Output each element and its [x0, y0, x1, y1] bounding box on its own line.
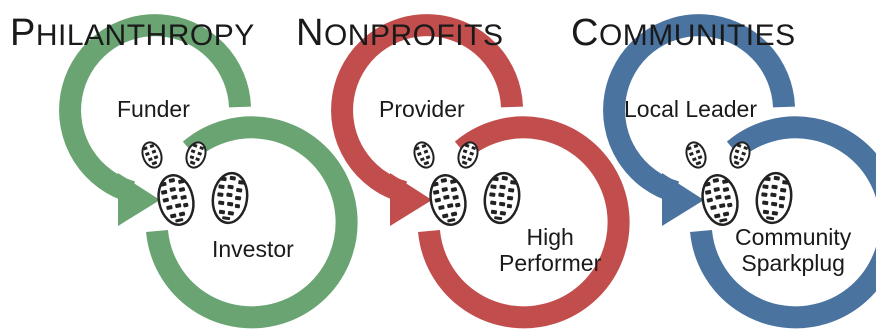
footprints-icon	[138, 138, 252, 230]
communities-lower-arc	[690, 116, 876, 329]
communities-upper-arc	[603, 14, 795, 203]
funder-label: Funder	[117, 96, 190, 122]
footprints-icon	[682, 138, 796, 230]
nonprofits-upper-arc	[331, 14, 523, 203]
philanthropy-heading: PHILANTHROPY	[10, 12, 255, 54]
nonprofits-cycle	[331, 14, 630, 329]
nonprofits-arrowhead	[390, 173, 432, 226]
footprints-icon	[410, 138, 524, 230]
investor-label: Investor	[212, 236, 294, 262]
philanthropy-upper-arc	[59, 14, 251, 203]
communities-arrowhead	[662, 173, 704, 226]
community-sparkplug-label: Community Sparkplug	[735, 224, 852, 276]
philanthropy-lower-arc	[146, 116, 358, 329]
philanthropy-arrowhead	[118, 173, 160, 226]
nonprofits-heading: NONPROFITS	[296, 12, 504, 54]
local-leader-label: Local Leader	[624, 96, 757, 122]
communities-heading: COMMUNITIES	[571, 12, 796, 54]
philanthropy-cycle	[59, 14, 358, 329]
high-performer-label: High Performer	[499, 224, 602, 276]
nonprofits-lower-arc	[418, 116, 630, 329]
communities-cycle	[603, 14, 876, 329]
provider-label: Provider	[379, 96, 465, 122]
